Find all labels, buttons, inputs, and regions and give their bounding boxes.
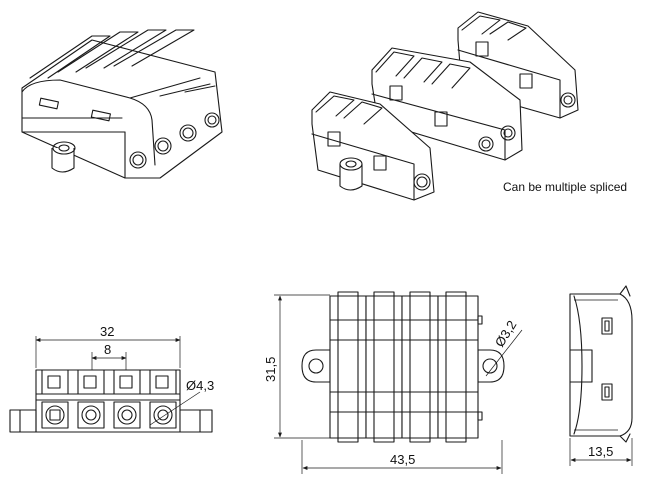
top-module-1 bbox=[329, 291, 367, 443]
top-view: 31,5 43,5 bbox=[263, 291, 523, 474]
dim-side-width: 13,5 bbox=[588, 444, 613, 459]
caption-multiple-spliced: Can be multiple spliced bbox=[503, 180, 627, 194]
pole-2 bbox=[77, 369, 105, 429]
dim-top-hole: Ø3,2 bbox=[492, 318, 520, 350]
side-view: 13,5 bbox=[569, 285, 633, 466]
front-view: 32 8 bbox=[9, 324, 214, 433]
top-module-2 bbox=[365, 291, 403, 443]
dim-front-pitch: 8 bbox=[104, 342, 111, 357]
spliced-units-isometric bbox=[311, 11, 579, 201]
pole-4 bbox=[149, 369, 177, 429]
top-module-4 bbox=[437, 291, 483, 443]
pole-3 bbox=[113, 369, 141, 429]
dim-top-height: 31,5 bbox=[263, 357, 278, 382]
dim-front-width: 32 bbox=[100, 324, 114, 339]
dim-top-width: 43,5 bbox=[390, 452, 415, 467]
connector-block-isometric bbox=[21, 29, 223, 179]
dim-front-hole: Ø4,3 bbox=[186, 378, 214, 393]
top-module-3 bbox=[401, 291, 439, 443]
pole-1 bbox=[41, 369, 69, 429]
